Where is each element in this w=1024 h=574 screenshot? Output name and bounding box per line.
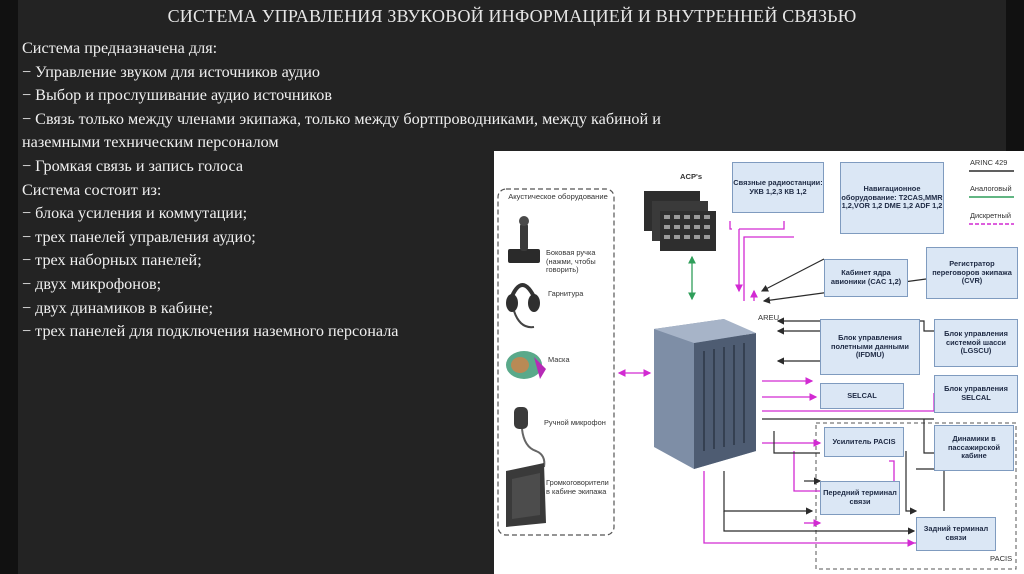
selcal-control-box: Блок управления SELCAL — [934, 375, 1018, 413]
cabin-speakers-box: Динамики в пассажирской кабине — [934, 425, 1014, 471]
box-label: Задний терминал связи — [923, 524, 989, 542]
diagram-graphics — [497, 170, 1017, 570]
text-line: − Выбор и прослушивание аудио источников — [22, 86, 333, 105]
box-label: Связные радиостанции: УКВ 1,2,3 КВ 1,2 — [733, 177, 823, 196]
box-label: Динамики в пассажирской кабине — [947, 434, 1001, 461]
text-line: наземными техническим персоналом — [22, 133, 279, 152]
hand-microphone-icon — [514, 407, 546, 468]
text-line: − Связь только между членами экипажа, то… — [22, 109, 661, 128]
ifdmu-box: Блок управления полетными данными (IFDMU… — [820, 319, 920, 375]
acoustic-frame — [497, 188, 615, 536]
acoustic-item-label: Гарнитура — [548, 289, 584, 298]
loudspeaker-icon — [506, 463, 546, 527]
acoustic-item-label: Боковая ручка (нажми, чтобы говорить) — [546, 248, 596, 275]
slide-title: СИСТЕМА УПРАВЛЕНИЯ ЗВУКОВОЙ ИНФОРМАЦИЕЙ … — [167, 6, 857, 26]
headset-icon — [506, 283, 540, 329]
areu-label: AREU — [758, 313, 780, 322]
box-label: Блок управления системой шасси (LGSCU) — [944, 329, 1008, 356]
text-line: − двух динамиков в кабине; — [22, 298, 213, 317]
acoustic-title: Акустическое оборудование — [508, 192, 608, 201]
mask-icon — [506, 351, 546, 379]
acoustic-item-label: Громкоговорители в кабине экипажа — [546, 478, 609, 496]
text-line: − трех панелей управления аудио; — [22, 227, 256, 246]
box-label: Блок управления полетными данными (IFDMU… — [831, 333, 909, 360]
slide-body-text: Система предназначена для: − Управление … — [22, 37, 822, 344]
text-line: − Громкая связь и запись голоса — [22, 156, 244, 175]
areu-unit-icon — [654, 319, 756, 469]
lgscu-box: Блок управления системой шасси (LGSCU) — [934, 319, 1018, 367]
cac-box: Кабинет ядра авионики (CAC 1,2) — [824, 259, 908, 297]
box-label: Регистратор переговоров экипажа (CVR) — [932, 259, 1012, 286]
pacis-frame — [815, 422, 1017, 570]
text-line: − трех панелей для подключения наземного… — [22, 322, 399, 341]
text-line: − блока усиления и коммутации; — [22, 204, 248, 223]
system-diagram: Акустическое оборудование Боковая ручка … — [494, 151, 1024, 574]
legend-label: Дискретный — [970, 211, 1011, 220]
acoustic-item-label: Ручной микрофон — [544, 418, 606, 427]
text-line: − двух микрофонов; — [22, 274, 162, 293]
box-label: Навигационное оборудование: T2CAS,MMR 1,… — [841, 184, 943, 211]
text-line: Система предназначена для: — [22, 39, 218, 57]
box-label: SELCAL — [847, 390, 877, 400]
pacis-label: PACIS — [990, 554, 1013, 563]
radio-stations-box: Связные радиостанции: УКВ 1,2,3 КВ 1,2 — [732, 162, 824, 213]
cvr-box: Регистратор переговоров экипажа (CVR) — [926, 247, 1018, 299]
text-line: − трех наборных панелей; — [22, 251, 202, 270]
front-terminal-box: Передний терминал связи — [820, 481, 900, 515]
acp-label: ACP's — [680, 172, 703, 181]
legend-label: Аналоговый — [970, 184, 1012, 193]
navigation-box: Навигационное оборудование: T2CAS,MMR 1,… — [840, 162, 944, 234]
legend-label: ARINC 429 — [970, 158, 1008, 167]
box-label: Передний терминал связи — [823, 488, 897, 506]
box-label: Блок управления SELCAL — [944, 384, 1008, 402]
box-label: Усилитель PACIS — [832, 436, 896, 446]
box-label: Кабинет ядра авионики (CAC 1,2) — [830, 268, 902, 286]
acp-panels-icon — [644, 191, 716, 251]
selcal-box: SELCAL — [820, 383, 904, 409]
acoustic-item-label: Маска — [548, 355, 570, 364]
left-side-bar — [0, 0, 18, 574]
rear-terminal-box: Задний терминал связи — [916, 517, 996, 551]
text-line: Система состоит из: — [22, 180, 162, 199]
side-stick-icon — [508, 216, 540, 263]
pacis-amplifier-box: Усилитель PACIS — [824, 427, 904, 457]
text-line: − Управление звуком для источников аудио — [22, 62, 321, 81]
